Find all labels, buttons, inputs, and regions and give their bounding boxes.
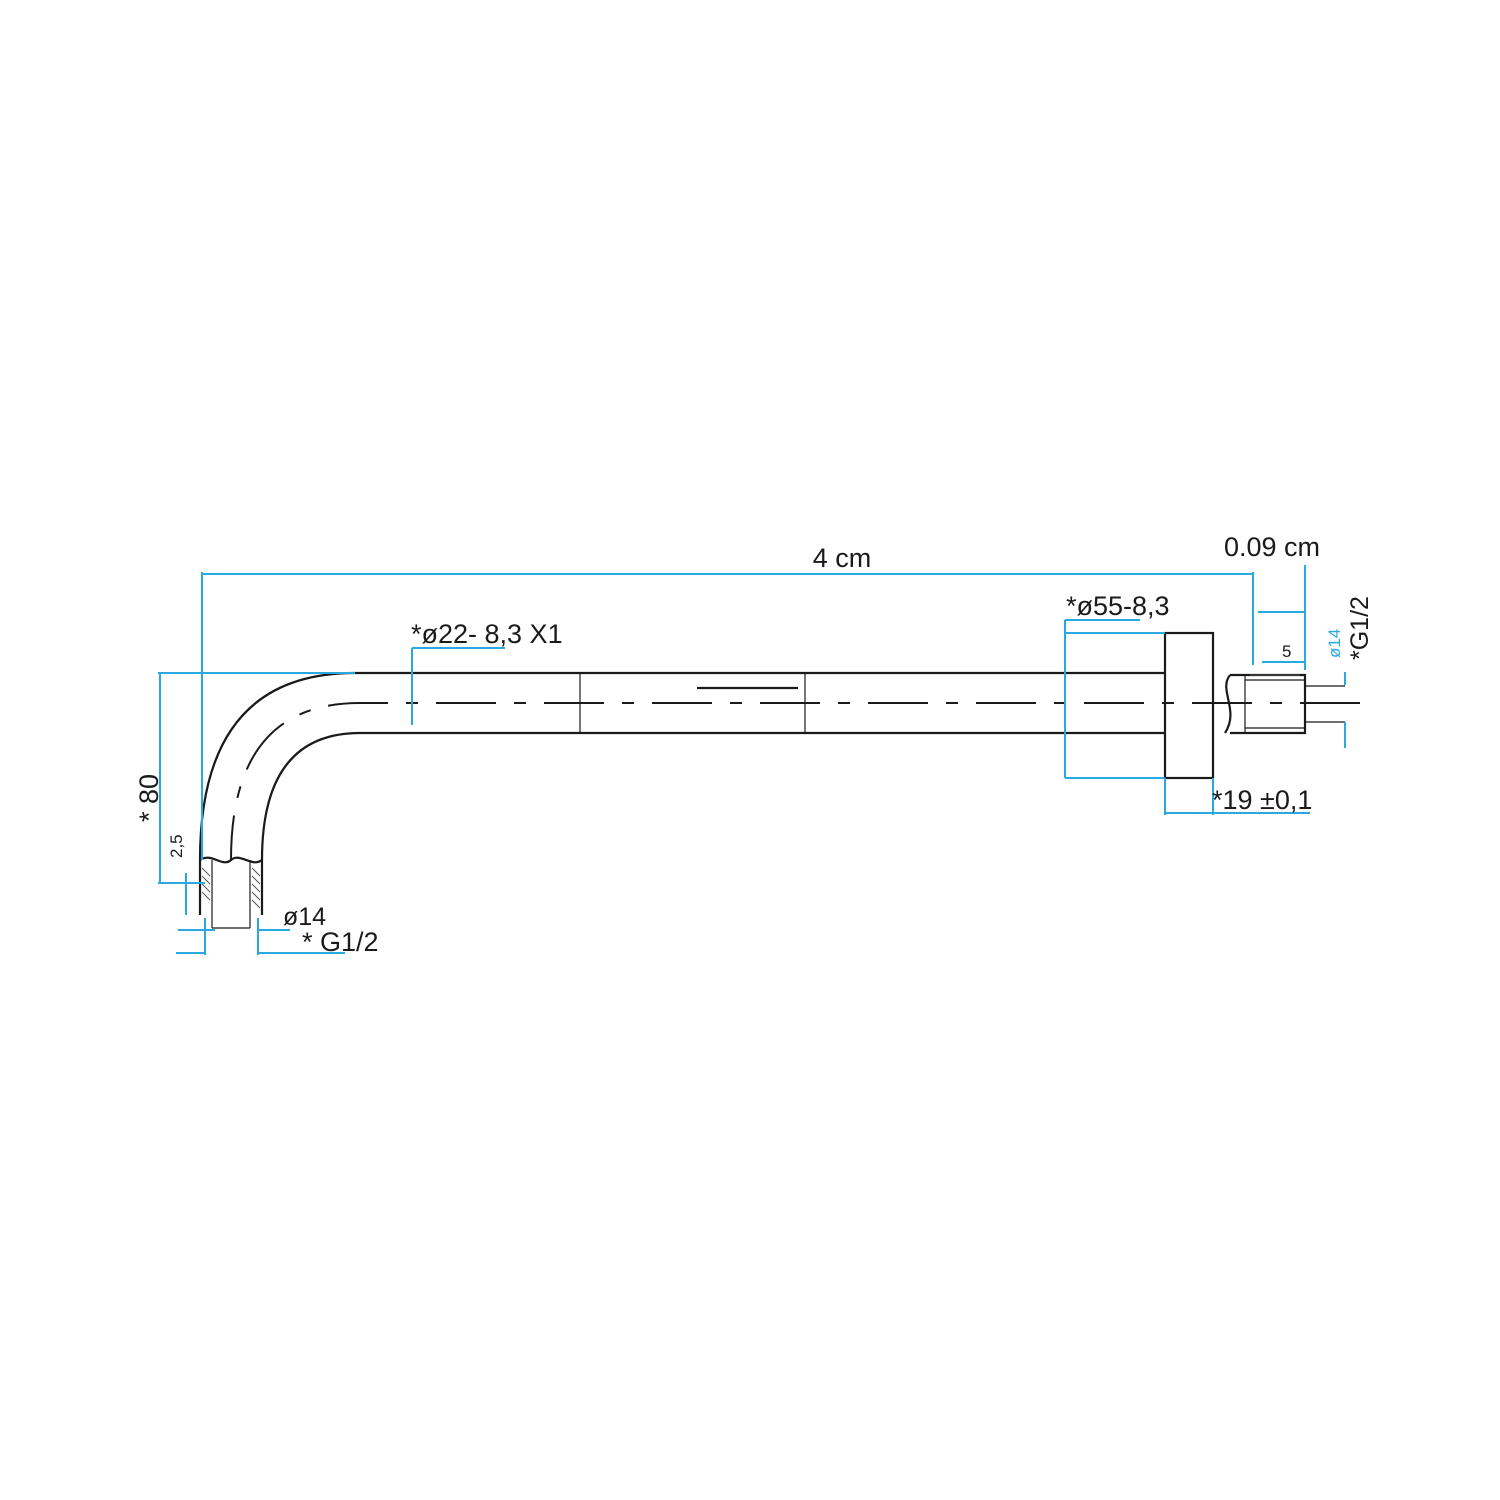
left-thread-label: * G1/2 (302, 927, 379, 957)
overall-length-label: 4 cm (813, 543, 872, 573)
right-thread-label: *G1/2 (1346, 596, 1374, 660)
left-thread-hatch (201, 867, 261, 909)
pipe-diameter-label: *ø22- 8,3 X1 (411, 619, 563, 649)
pipe-outer-wall (198, 671, 1165, 861)
left-threaded-end (198, 856, 264, 929)
flange-diameter-label: *ø55-8,3 (1066, 591, 1170, 621)
nipple-break-line (1224, 674, 1232, 734)
nipple-length-label: 0.09 cm (1224, 532, 1320, 562)
thread-depth-label: 2,5 (167, 834, 186, 858)
drop-height-label: * 80 (134, 774, 164, 822)
flange-body (1163, 631, 1215, 780)
pipe-outline (198, 671, 1360, 861)
dimension-lines (158, 565, 1346, 955)
flange-thickness-label: *19 ±0,1 (1212, 785, 1312, 815)
right-nipple (1224, 673, 1345, 735)
thread-length-label: 5 (1282, 642, 1291, 661)
pipe-inner-wall (260, 731, 1165, 861)
flange (1163, 631, 1215, 780)
left-break-line (199, 856, 263, 864)
right-bore-label: ø14 (1325, 629, 1344, 658)
left-bore-label: ø14 (283, 903, 326, 931)
pipe-centerline (230, 702, 1360, 861)
